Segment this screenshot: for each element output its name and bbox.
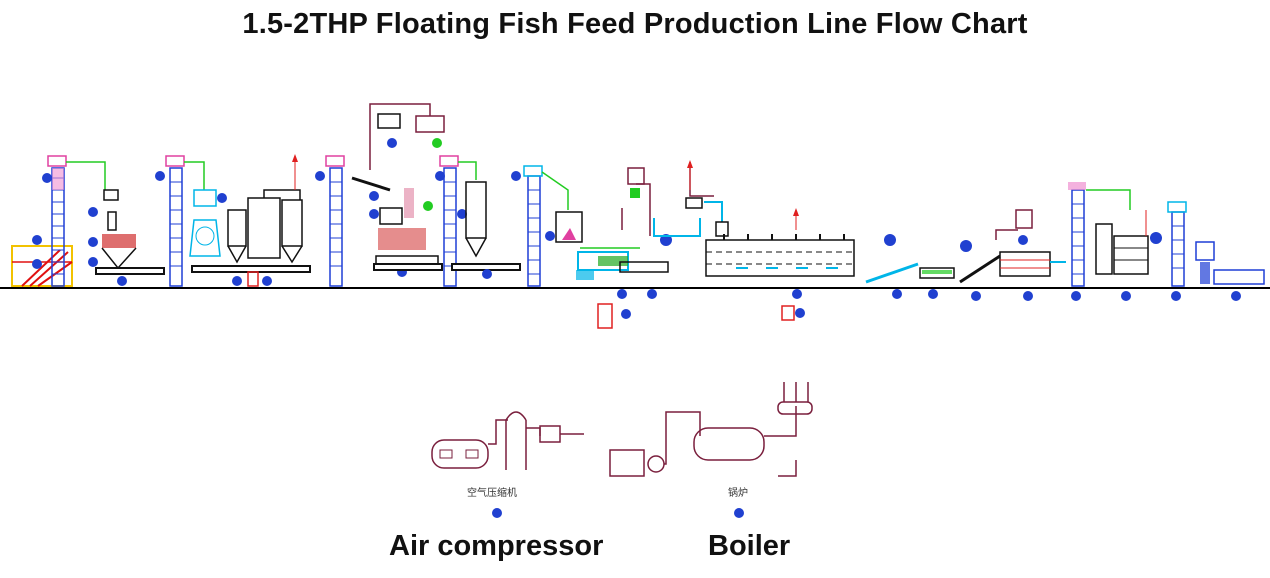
bucket-elevator-4 (435, 155, 477, 287)
bucket-elevator-1 (42, 155, 106, 287)
boiler: 锅炉 (609, 382, 813, 518)
bucket-elevator-2 (155, 155, 205, 287)
boiler-cn-label: 锅炉 (728, 487, 748, 499)
crusher-group (88, 189, 165, 286)
bucket-elevator-3 (315, 155, 345, 287)
steam-conditioner (597, 167, 701, 329)
batching-bins (351, 176, 443, 277)
bucket-elevator-6 (1068, 182, 1131, 301)
storage-silo (451, 181, 521, 279)
coating-machine (1095, 210, 1162, 301)
packing-machine (1195, 241, 1265, 301)
boiler-label: Boiler (708, 530, 791, 562)
cooler (959, 209, 1066, 301)
intake-platform (11, 235, 73, 287)
dryer (685, 160, 855, 321)
air-compressor: 空气压缩机 (431, 411, 584, 518)
page-title: 1.5-2THP Floating Fish Feed Production L… (242, 8, 1028, 40)
extruder (545, 211, 672, 299)
bucket-elevator-7 (1167, 201, 1187, 301)
mixer (189, 189, 227, 257)
upper-pneumatic-conveyor (369, 103, 445, 170)
bucket-elevator-5 (511, 165, 569, 287)
air-compressor-label: Air compressor (389, 530, 604, 562)
air-compressor-cn-label: 空气压缩机 (467, 486, 517, 499)
cyclone-dust-collector (191, 154, 311, 287)
inclined-conveyor (865, 234, 955, 299)
